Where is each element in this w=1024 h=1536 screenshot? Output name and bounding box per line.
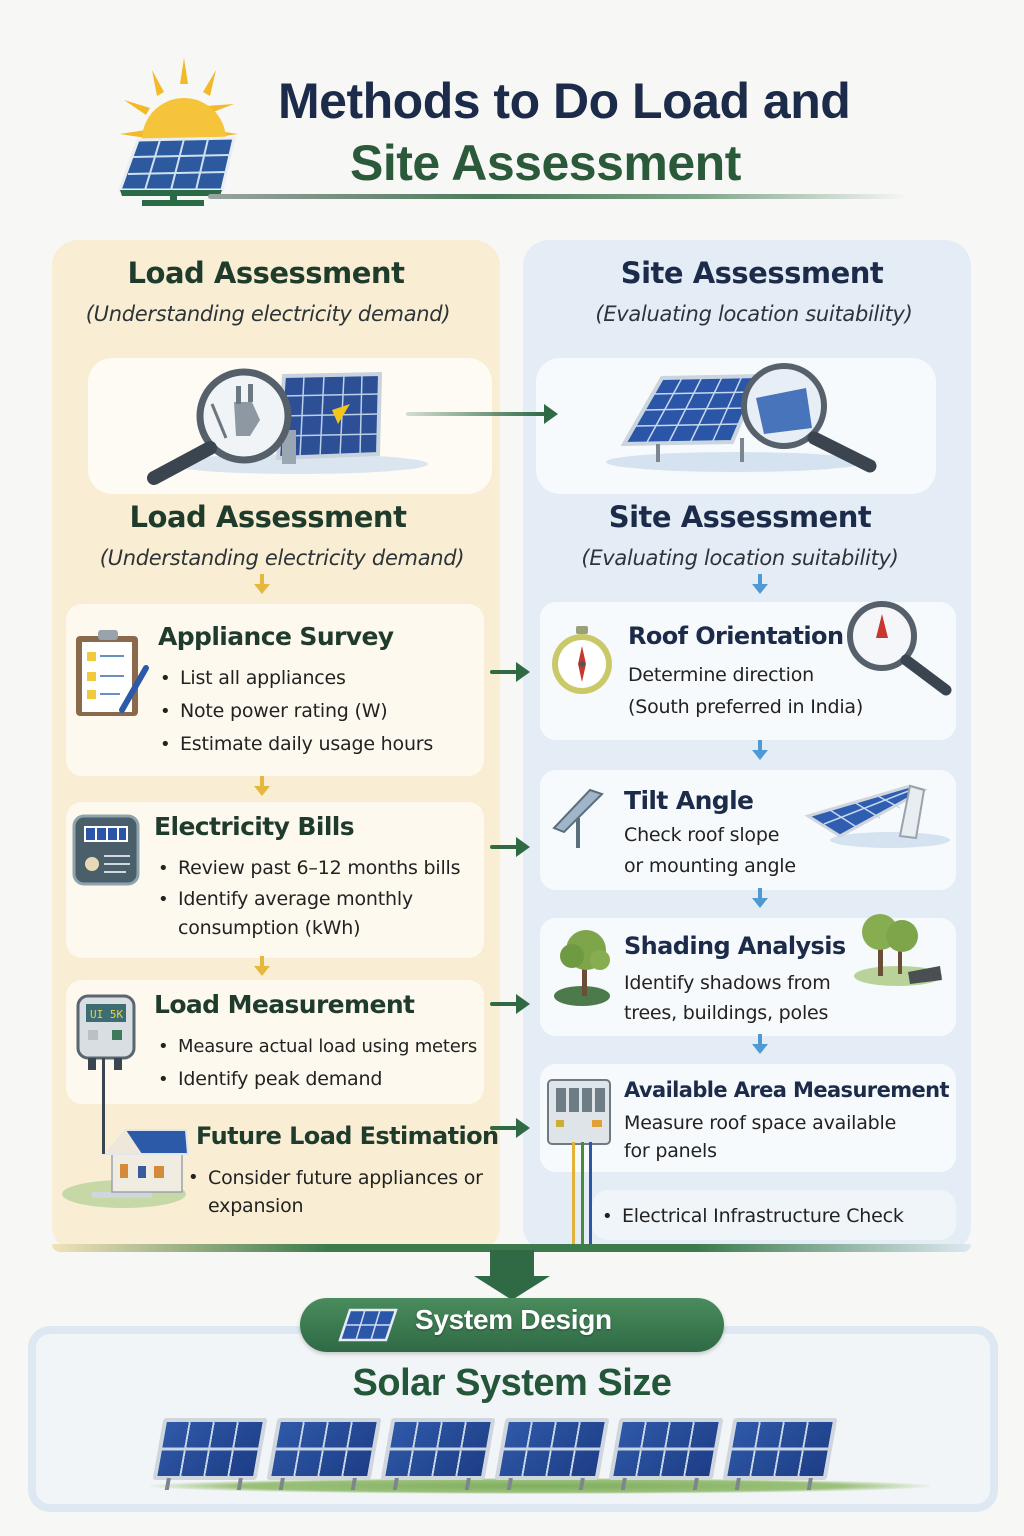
magnifier-compass-icon — [847, 601, 952, 696]
future-load-title: Future Load Estimation — [196, 1122, 499, 1150]
page-title-line2: Site Assessment — [350, 135, 741, 191]
header-logo — [112, 54, 242, 206]
arrow-down-icon — [254, 776, 270, 796]
bullet-item: Estimate daily usage hours — [158, 728, 433, 761]
solar-panel-icon — [380, 1418, 496, 1480]
tilt-angle-card — [540, 770, 956, 890]
bullet-item: List all appliances — [158, 662, 433, 695]
solar-panel-icon — [152, 1418, 268, 1480]
site-subtitle-2: (Evaluating location suitability) — [581, 546, 899, 570]
roof-orientation-title: Roof Orientation — [628, 622, 844, 650]
future-load-bullets: Consider future appliances or expansion — [186, 1164, 486, 1220]
appliance-survey-bullets: List all appliances Note power rating (W… — [158, 662, 433, 761]
columns-bottom-bar — [52, 1244, 971, 1252]
arrow-down-icon — [254, 956, 270, 976]
magnifier-plug-solar-panel-icon — [147, 368, 428, 485]
site-title: Site Assessment — [620, 256, 884, 290]
grass-decoration — [150, 1478, 930, 1494]
arrow-right-icon — [490, 662, 530, 682]
shading-analysis-line1: Identify shadows from — [624, 972, 831, 994]
tilt-angle-line1: Check roof slope — [624, 824, 780, 846]
roof-orientation-line1: Determine direction — [628, 664, 814, 686]
clipboard-checklist-icon — [76, 630, 149, 716]
tilted-solar-panel-icon — [804, 784, 950, 848]
solar-panel-icon — [266, 1418, 382, 1480]
arrow-down-icon — [752, 1034, 768, 1054]
tilt-angle-title: Tilt Angle — [624, 786, 754, 815]
big-arrow-head-icon — [474, 1276, 550, 1300]
load-measurement-bullets: Measure actual load using meters Identif… — [156, 1030, 477, 1096]
shading-analysis-title: Shading Analysis — [624, 932, 846, 960]
bullet-item: Note power rating (W) — [158, 695, 433, 728]
solar-panel-icon — [608, 1418, 724, 1480]
arrow-down-icon — [752, 740, 768, 760]
tree-icon — [554, 930, 610, 1006]
electricity-bill-device-icon — [72, 814, 140, 886]
solar-panel-array — [152, 1418, 838, 1494]
compass-icon — [552, 626, 612, 694]
house-solar-roof-icon — [62, 1129, 190, 1208]
arrow-right-icon — [490, 1118, 530, 1138]
available-area-title: Available Area Measurement — [624, 1078, 950, 1102]
available-area-line2: for panels — [624, 1140, 717, 1162]
energy-meter-icon: UI 5K — [76, 994, 136, 1154]
load-subtitle-2: (Understanding electricity demand) — [99, 546, 465, 570]
electricity-bills-bullets: Review past 6–12 months bills Identify a… — [156, 852, 482, 943]
load-title: Load Assessment — [127, 256, 405, 290]
bullet-item: Electrical Infrastructure Check — [600, 1200, 904, 1233]
arrow-right-icon — [490, 994, 530, 1014]
sun-solar-panel-icon — [117, 58, 238, 206]
tilt-angle-line2: or mounting angle — [624, 855, 796, 877]
available-area-line1: Measure roof space available — [624, 1112, 897, 1134]
shading-analysis-line2: trees, buildings, poles — [624, 1002, 829, 1024]
site-subtitle: (Evaluating location suitability) — [595, 302, 913, 326]
system-design-label: System Design — [415, 1304, 612, 1335]
roof-orientation-line2: (South preferred in India) — [628, 696, 864, 718]
bullet-item: Measure actual load using meters — [156, 1030, 477, 1063]
solar-panel-icon — [338, 1308, 398, 1342]
solar-panel-magnifier-icon — [606, 363, 877, 473]
load-measurement-title: Load Measurement — [154, 990, 415, 1019]
page-title-line1: Methods to Do Load and — [278, 73, 851, 129]
site-hero-card — [536, 358, 936, 494]
bullet-item: Identify average monthly consumption (kW… — [156, 885, 482, 943]
load-hero-card — [88, 358, 492, 494]
electricity-bills-title: Electricity Bills — [154, 812, 355, 841]
solar-panel-icon — [722, 1418, 838, 1480]
bullet-item: Identify peak demand — [156, 1063, 477, 1096]
load-subtitle: (Understanding electricity demand) — [85, 302, 451, 326]
electrical-panel-icon — [547, 1079, 611, 1248]
big-arrow-down-icon — [490, 1250, 534, 1280]
bullet-item: Consider future appliances or expansion — [186, 1164, 486, 1220]
arrow-right-icon — [406, 404, 558, 424]
svg-text:UI 5K: UI 5K — [90, 1008, 123, 1021]
arrow-down-icon — [254, 574, 270, 594]
appliance-survey-title: Appliance Survey — [158, 622, 394, 651]
arrow-right-icon — [490, 837, 530, 857]
solar-system-size-title: Solar System Size — [352, 1362, 672, 1404]
tilted-panel-mount-icon — [552, 788, 604, 848]
site-title-2: Site Assessment — [608, 500, 872, 534]
arrow-down-icon — [752, 888, 768, 908]
arrow-down-icon — [752, 574, 768, 594]
load-title-2: Load Assessment — [129, 500, 407, 534]
electrical-infrastructure-bullet: Electrical Infrastructure Check — [600, 1200, 904, 1233]
solar-panel-icon — [494, 1418, 610, 1480]
title-underline — [208, 194, 908, 199]
trees-panels-icon — [854, 914, 942, 986]
bullet-item: Review past 6–12 months bills — [156, 852, 482, 885]
